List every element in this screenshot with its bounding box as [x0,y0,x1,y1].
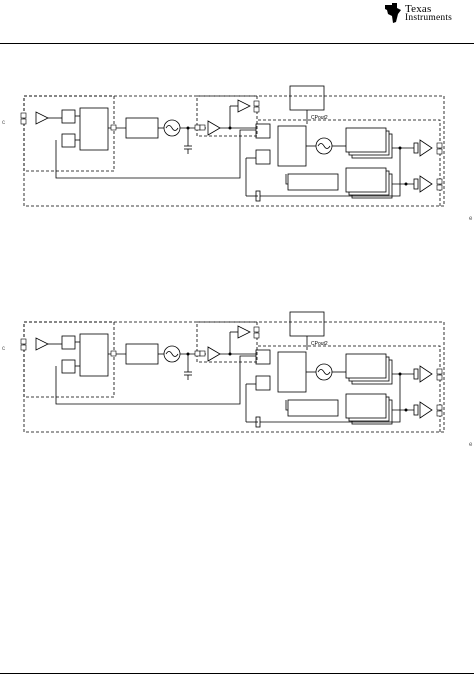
block-diagram-1-svg: CPout2 c e [2,85,473,222]
output-mux-1 [413,368,419,380]
left-margin-mark: c [2,120,5,126]
block-diagram-1: CPout2 c e [0,80,474,230]
filter-block [125,343,159,365]
left-margin-mark: c [2,346,5,352]
cpout-label: CPout2 [311,115,328,121]
pin-marker-icon [436,184,443,191]
pll-buffer-icon [207,120,221,136]
aux-buffer-icon [237,99,251,113]
divider-stack-1-front [345,353,387,379]
header-rule [0,43,474,44]
pin-marker-icon [20,112,27,119]
pin-marker-icon [436,148,443,155]
aux-buffer-icon [237,325,251,339]
pin-marker-icon [436,410,443,417]
input-buffer-icon [35,337,49,351]
right-margin-mark: e [469,442,473,448]
feedback-block [287,173,339,191]
pfd-block-b [255,149,271,165]
output-buffer-2-icon [419,401,433,419]
pfd-block-a [255,123,271,139]
logo-line-1: Texas [405,3,432,15]
charge-pump-block [277,351,307,393]
filter-block [125,117,159,139]
cpout-label: CPout2 [311,341,328,347]
output-buffer-1-icon [419,139,433,157]
feedback-mux [255,416,261,428]
pll-section-boundary [196,95,258,137]
company-logo: Texas Instruments [383,2,473,26]
cpout-block [289,85,325,111]
output-buffer-1-icon [419,365,433,383]
input-section-boundary [23,321,115,398]
input-buffer-icon [35,111,49,125]
input-block-a [61,109,76,124]
divider-block [79,107,109,151]
pfd-block-b [255,375,271,391]
pin-marker-icon [436,368,443,375]
pin-marker-icon [253,100,260,107]
pin-marker-icon [110,350,117,357]
pin-marker-icon [199,350,206,357]
output-section-boundary [258,119,441,206]
block-diagram-2-svg: CPout2 c e [2,311,473,448]
divider-stack-2-front [345,167,387,193]
pin-marker-icon [110,124,117,131]
charge-pump-block [277,125,307,167]
divider-block [79,333,109,377]
pin-marker-icon [253,326,260,333]
pin-marker-icon [253,106,260,113]
capacitor-icon [184,371,192,380]
pll-section-boundary [196,321,258,363]
logo-line-2: Instruments [405,13,453,23]
output-mux-2 [413,404,419,416]
input-block-b [61,133,76,148]
footer-rule [0,673,474,674]
pin-marker-icon [253,332,260,339]
pin-marker-icon [194,350,201,357]
pfd-block-a [255,349,271,365]
output-buffer-2-icon [419,175,433,193]
pin-marker-icon [20,344,27,351]
pin-marker-icon [436,142,443,149]
pin-marker-icon [194,124,201,131]
feedback-mux [255,190,261,202]
cpout-block [289,311,325,337]
input-section-boundary [23,95,115,172]
ti-state-logo-icon [385,3,401,23]
block-diagram-2: CPout2 c e [0,306,474,456]
pll-buffer-icon [207,346,221,362]
feedback-block [287,399,339,417]
pin-marker-icon [20,118,27,125]
input-block-a [61,335,76,350]
pin-marker-icon [20,338,27,345]
capacitor-icon [184,145,192,154]
output-section-boundary [258,345,441,432]
pin-marker-icon [436,178,443,185]
pin-marker-icon [199,124,206,131]
divider-stack-2-front [345,393,387,419]
divider-stack-1-front [345,127,387,153]
output-mux-2 [413,178,419,190]
right-margin-mark: e [469,216,473,222]
output-mux-1 [413,142,419,154]
pin-marker-icon [436,404,443,411]
pin-marker-icon [436,374,443,381]
input-block-b [61,359,76,374]
